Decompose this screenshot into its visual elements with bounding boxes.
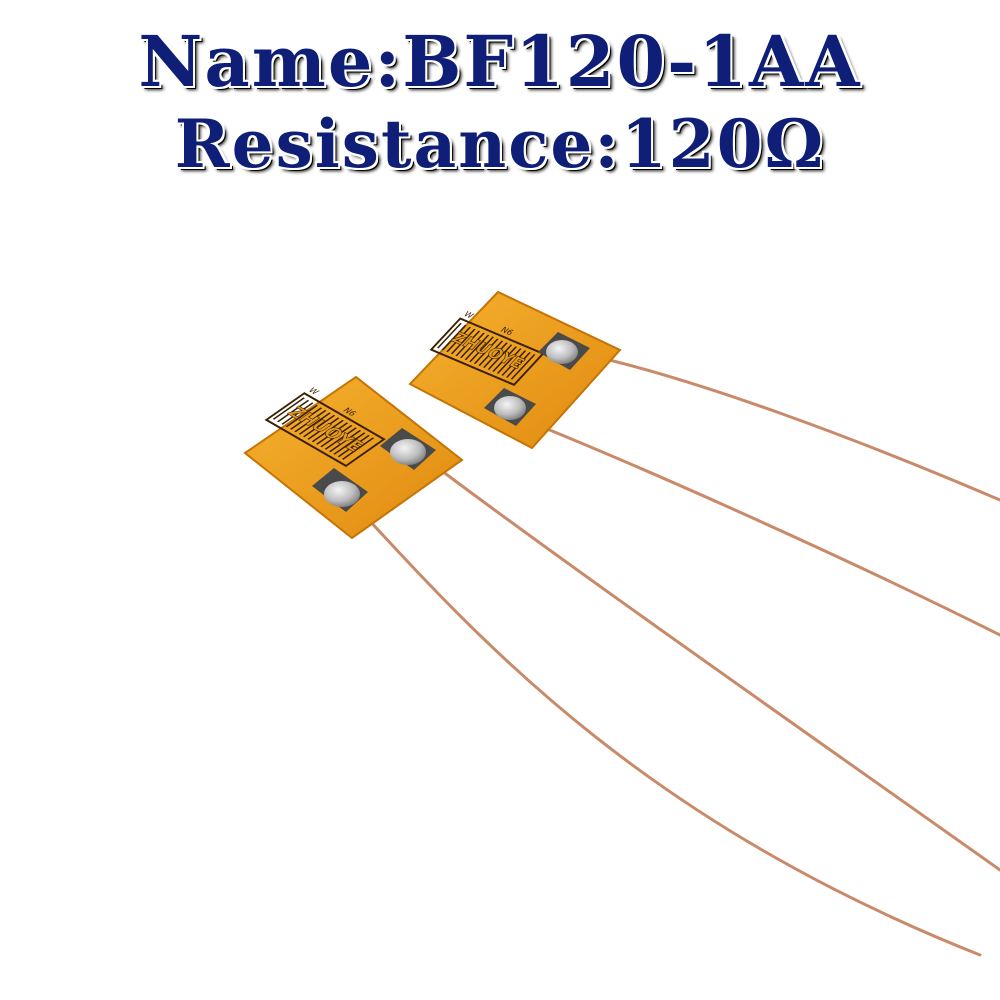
back-gauge-wires: [518, 353, 1000, 637]
back-gauge-mark: W: [462, 309, 476, 320]
back-gauge-code: N6: [499, 325, 516, 337]
front-gauge-wires: [353, 460, 1000, 957]
front-wire-upper: [428, 460, 1000, 872]
resistance-title: Resistance:120Ω: [174, 105, 826, 183]
front-wire-lower: [353, 503, 982, 957]
back-gauge-solder-upper: [546, 340, 578, 364]
back-gauge-solder-lower: [494, 396, 526, 420]
front-strain-gauge: ZHUOYE N6 W: [243, 375, 464, 540]
product-name-title: Name:BF120-1AA: [138, 20, 862, 103]
front-gauge-solder-upper: [390, 439, 426, 465]
back-gauge-grid: [437, 322, 536, 380]
back-wire-upper: [586, 353, 1000, 502]
back-strain-gauge: ZHUOYE N6 W: [408, 290, 622, 450]
back-wire-lower: [518, 416, 1000, 637]
front-gauge-code: N6: [341, 406, 359, 418]
front-gauge-grid: [272, 397, 375, 460]
front-gauge-substrate: [243, 375, 464, 540]
front-gauge-solder-lower: [324, 481, 360, 507]
front-gauge-mark: W: [306, 386, 322, 396]
